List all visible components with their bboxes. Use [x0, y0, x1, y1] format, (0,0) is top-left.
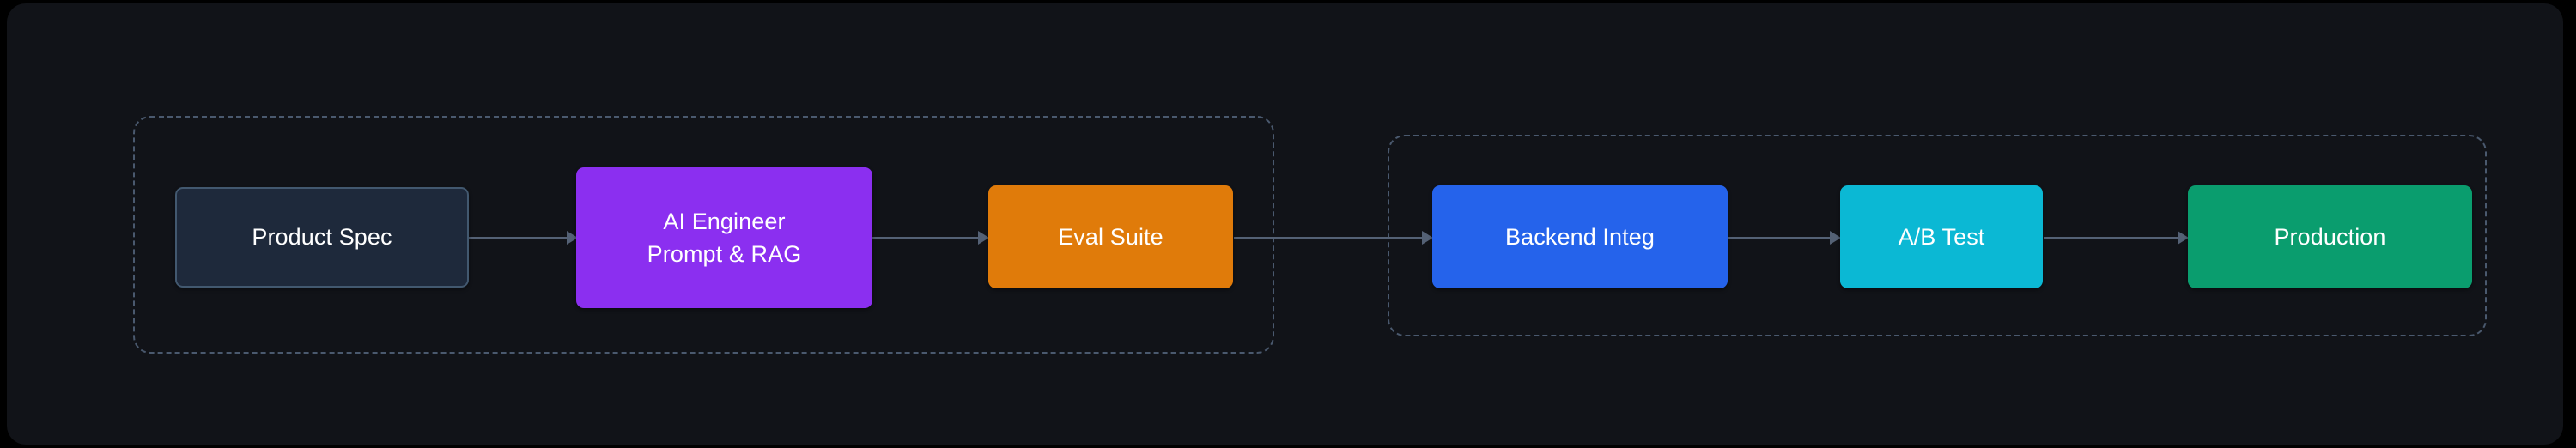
- arrowhead-icon: [1422, 231, 1433, 245]
- edge-product-spec-to-ai-engineer: [469, 231, 578, 245]
- node-label-line: Eval Suite: [1058, 223, 1163, 250]
- arrowhead-icon: [978, 231, 989, 245]
- arrowhead-icon: [1830, 231, 1841, 245]
- node-ab-test[interactable]: A/B Test: [1840, 185, 2043, 288]
- node-label-line: Product Spec: [252, 224, 392, 251]
- edge-eval-suite-to-backend-integ: [1234, 231, 1433, 245]
- edge-shaft: [872, 237, 978, 239]
- diagram-panel: Product Spec AI Engineer Prompt & RAG Ev…: [7, 3, 2563, 445]
- edge-shaft: [469, 237, 567, 239]
- arrowhead-icon: [567, 231, 578, 245]
- node-label-line: Production: [2274, 223, 2386, 250]
- node-label-line: Prompt & RAG: [647, 241, 802, 267]
- node-product-spec[interactable]: Product Spec: [175, 187, 469, 288]
- node-eval-suite[interactable]: Eval Suite: [988, 185, 1233, 288]
- edge-shaft: [1728, 237, 1830, 239]
- edge-ai-engineer-to-eval-suite: [872, 231, 989, 245]
- edge-shaft: [2044, 237, 2178, 239]
- group-container-ship: [1388, 135, 2487, 336]
- node-label-line: Backend Integ: [1505, 223, 1655, 250]
- node-label-line: AI Engineer: [663, 208, 786, 234]
- edge-shaft: [1234, 237, 1422, 239]
- node-ai-engineer[interactable]: AI Engineer Prompt & RAG: [576, 167, 872, 308]
- node-production[interactable]: Production: [2188, 185, 2472, 288]
- group-container-build: [133, 116, 1274, 354]
- edge-ab-test-to-production: [2044, 231, 2189, 245]
- arrowhead-icon: [2178, 231, 2189, 245]
- node-label-line: A/B Test: [1898, 223, 1985, 250]
- edge-backend-integ-to-ab-test: [1728, 231, 1841, 245]
- node-backend-integ[interactable]: Backend Integ: [1432, 185, 1728, 288]
